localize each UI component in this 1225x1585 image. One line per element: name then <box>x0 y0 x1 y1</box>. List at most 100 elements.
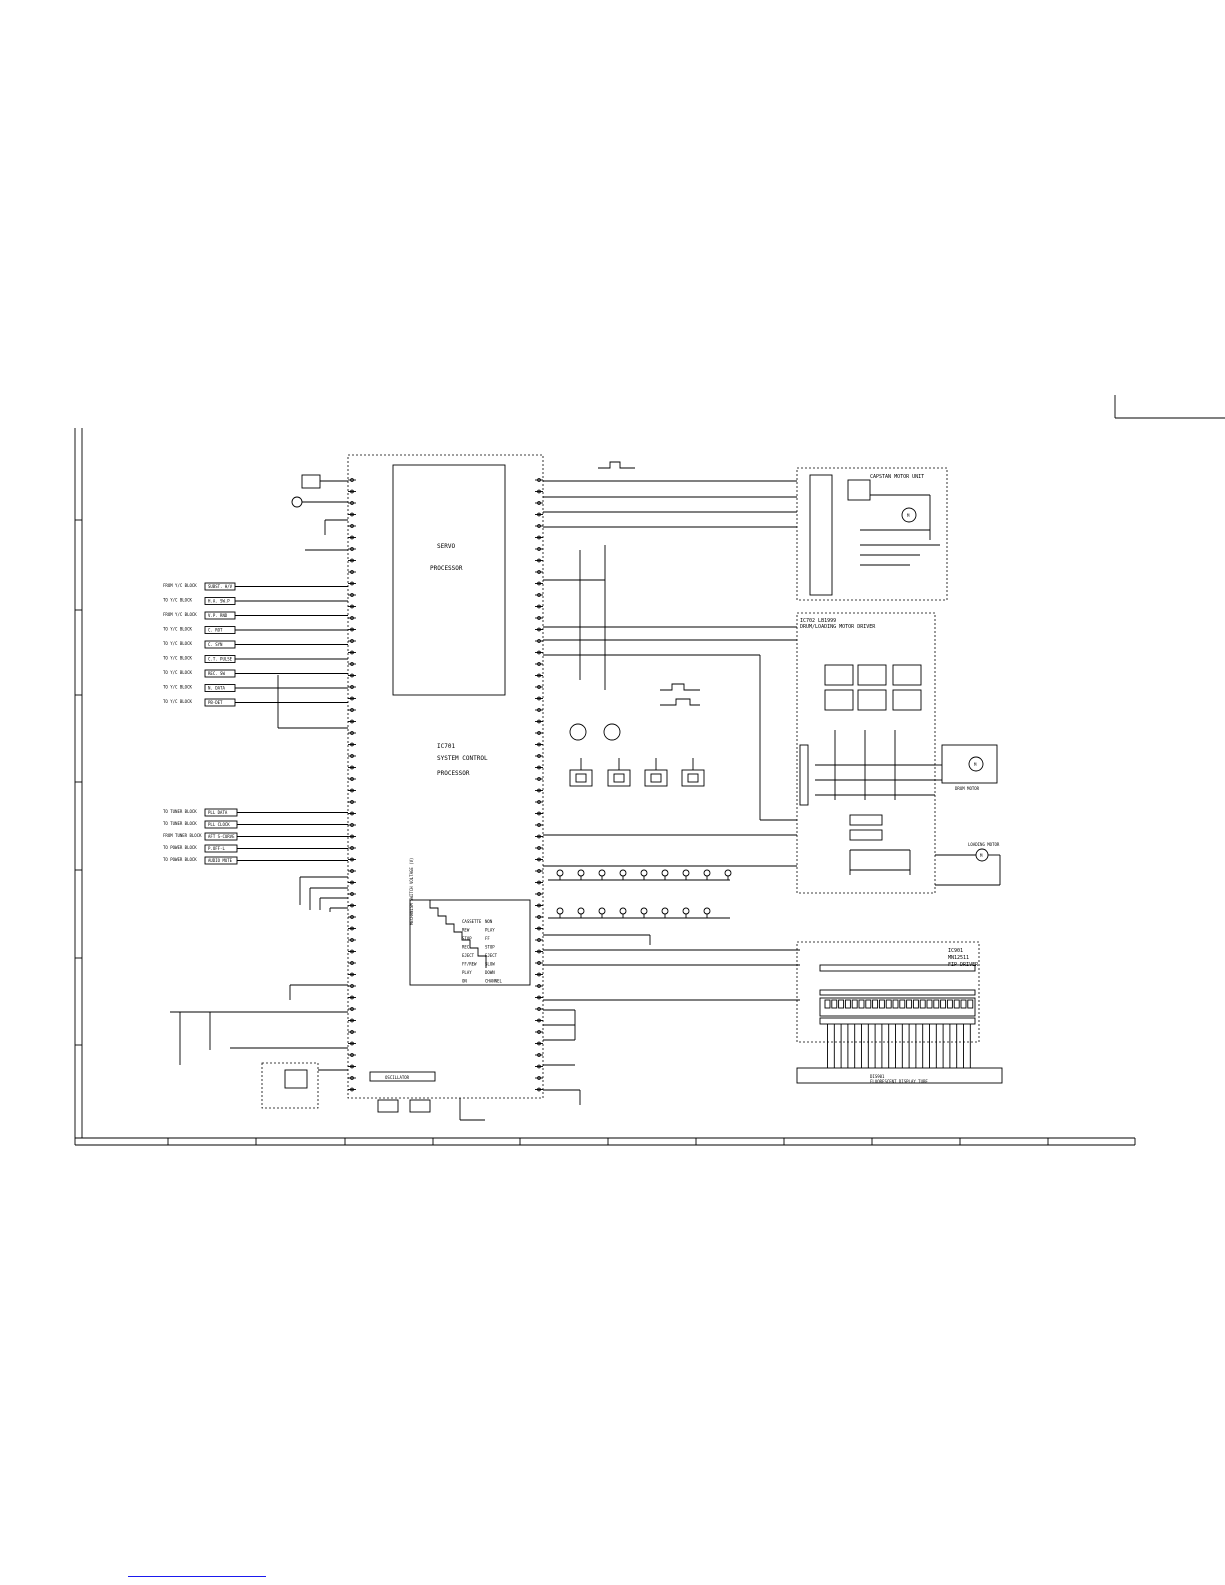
servo-processor-block: SERVO PROCESSOR <box>392 464 506 696</box>
left-pin-node <box>350 478 354 482</box>
left-pin-node <box>350 524 354 528</box>
tuner-input-source: TO TUNER BLOCK <box>163 809 197 814</box>
right-pin-node <box>537 995 541 1000</box>
fip-cell <box>933 999 940 1009</box>
right-pin-node <box>537 754 541 758</box>
left-pin-node <box>350 593 354 597</box>
mode-row-pin: CHANNEL <box>485 979 502 984</box>
left-pin-node <box>350 1030 354 1034</box>
left-pin-node <box>350 949 354 954</box>
right-pin-node <box>537 1064 541 1069</box>
right-pin-node <box>537 570 541 574</box>
right-pin-node <box>537 547 541 551</box>
left-pin-node <box>350 961 354 965</box>
capstan-motor-unit: CAPSTAN MOTOR UNIT M <box>796 467 948 601</box>
left-pin-node <box>350 547 354 551</box>
key-switch <box>598 869 606 877</box>
right-pin-node <box>537 800 541 804</box>
left-input-source: TO Y/C BLOCK <box>163 699 192 704</box>
left-pin-node <box>350 892 354 896</box>
left-pin-node <box>350 754 354 758</box>
left-input-signal: PB-DET <box>208 700 223 705</box>
right-pin-node <box>537 708 541 712</box>
left-input-source: TO Y/C BLOCK <box>163 627 192 632</box>
oscillator-block: OSCILLATOR <box>369 1071 436 1113</box>
ic701-package <box>347 454 544 1099</box>
key-switch <box>640 907 648 915</box>
key-switch <box>577 869 585 877</box>
right-pin-node <box>537 846 541 850</box>
left-pin-node <box>350 616 354 620</box>
right-pin-node <box>537 834 541 839</box>
tuner-input-signal: AUDIO MUTE <box>208 858 233 863</box>
left-pin-node <box>350 903 354 908</box>
sensor-body <box>607 769 631 787</box>
left-input-signal: V.P. RND <box>208 613 228 618</box>
fip-cell <box>899 999 906 1009</box>
left-pin-node <box>350 742 354 747</box>
right-pin-node <box>537 938 541 942</box>
left-input-source: TO Y/C BLOCK <box>163 598 192 603</box>
fip-cell <box>906 999 913 1009</box>
left-input-source: TO Y/C BLOCK <box>163 641 192 646</box>
ic-left-pins <box>348 478 356 1092</box>
fip-output-grid <box>824 999 974 1068</box>
sensor-window <box>650 773 662 783</box>
fip-cell <box>824 999 831 1009</box>
fip-driver: IC901 MN12511 FIP DRIVER <box>796 941 980 1043</box>
mode-row-pin: DOWN <box>485 970 495 975</box>
left-pin-node <box>350 1018 354 1023</box>
fip-display-title: FLUORESCENT DISPLAY TUBE <box>870 1079 928 1084</box>
left-input-signal: SUBST. H/V <box>208 584 233 589</box>
right-pin-node <box>537 1053 541 1057</box>
drum-driver-ref: IC702 LB1999 <box>800 618 836 624</box>
key-switch <box>619 869 627 877</box>
right-pin-node <box>537 961 541 965</box>
left-pin-node <box>350 650 354 655</box>
oscillator-label: OSCILLATOR <box>385 1075 410 1080</box>
right-pin-node <box>537 1087 541 1092</box>
tuner-input-source: TO POWER BLOCK <box>163 845 197 850</box>
key-switch <box>682 907 690 915</box>
fip-cell <box>967 999 974 1009</box>
left-pin-node <box>350 834 354 839</box>
key-switch <box>556 907 564 915</box>
left-input-signal: C.T. PULSE <box>208 657 233 662</box>
left-pin-node <box>350 800 354 804</box>
left-pin-node <box>350 1087 354 1092</box>
sensor-group <box>569 723 705 787</box>
left-input-signal: C. ROT <box>208 628 223 633</box>
mode-row-name: PLAY <box>462 970 472 975</box>
mode-row-name: CASSETTE <box>462 919 482 924</box>
right-pin-node <box>537 731 541 735</box>
footer-link-underline[interactable] <box>128 1576 266 1577</box>
key-switch <box>598 907 606 915</box>
mode-row-name: STOP <box>462 936 472 941</box>
right-pin-node <box>537 972 541 977</box>
right-pin-node <box>537 1030 541 1034</box>
right-pin-node <box>537 616 541 620</box>
left-pin-node <box>350 846 354 850</box>
left-pin-node <box>350 1076 354 1080</box>
loading-motor: M LOADING MOTOR <box>935 842 1001 886</box>
drum-driver-title: DRUM/LOADING MOTOR DRIVER <box>800 624 876 630</box>
sensor-body <box>644 769 668 787</box>
left-pin-node <box>350 857 354 862</box>
right-pin-node <box>537 869 541 873</box>
mode-row-pin: NON <box>485 919 493 924</box>
right-pin-node <box>537 673 541 678</box>
left-pin-node <box>350 662 354 666</box>
sensor-body <box>569 769 593 787</box>
left-pin-node <box>350 1064 354 1069</box>
left-pin-node <box>350 926 354 931</box>
right-pin-node <box>537 593 541 597</box>
left-pin-node <box>350 673 354 678</box>
transistor-q1 <box>569 723 587 741</box>
key-switch <box>703 869 711 877</box>
left-input-signal: N. DATA <box>208 686 225 691</box>
left-pin-node <box>350 696 354 701</box>
left-pin-node <box>350 501 354 505</box>
svg-text:M: M <box>974 762 977 767</box>
